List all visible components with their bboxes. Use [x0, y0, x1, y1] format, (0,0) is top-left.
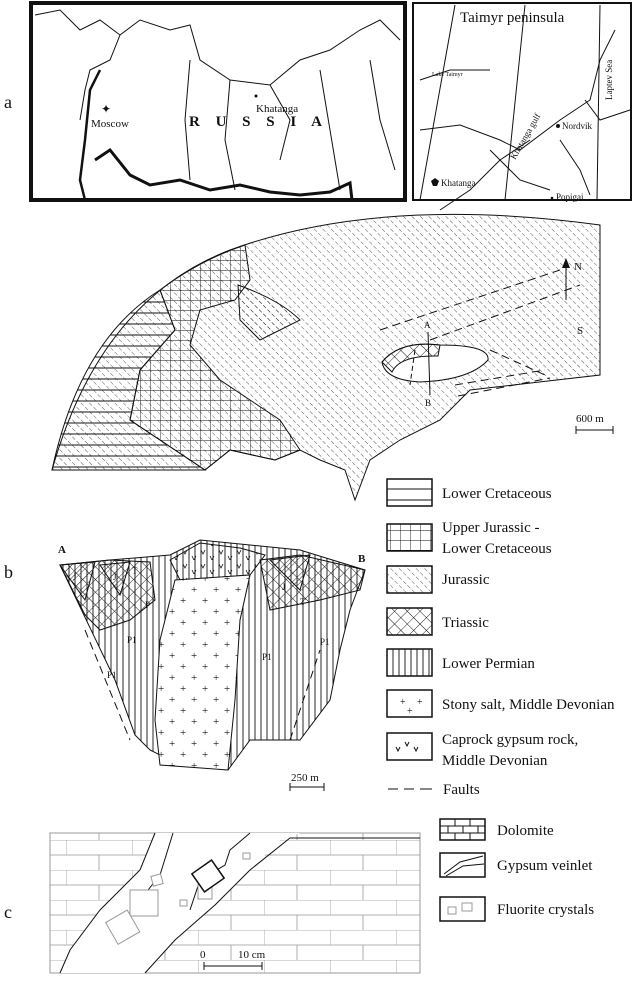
unit-label: T — [132, 566, 138, 576]
section-marker-b: B — [425, 398, 431, 408]
svg-text:+: + — [400, 697, 406, 708]
legend-label: Lower Cretaceous — [442, 541, 552, 557]
legend-label: Jurassic — [442, 572, 490, 588]
city-moscow: Moscow — [91, 118, 129, 130]
legend-label: Middle Devonian — [442, 753, 548, 769]
label-khatanga-town: Khatanga — [441, 178, 475, 188]
unit-label: T — [300, 597, 306, 607]
section-marker-a: A — [424, 320, 431, 330]
unit-label: P — [145, 600, 150, 610]
label-laptev-sea: Laptev Sea — [604, 60, 614, 100]
label-popigai: Popigai — [556, 192, 584, 202]
map-scale-label: 600 m — [576, 413, 604, 425]
cross-section: A B J J T J T P P1 P1 P1 P1 250 m — [58, 539, 366, 791]
legend-label: Lower Cretaceous — [442, 486, 552, 502]
taimyr-inset-map: Taimyr peninsula Laptev Sea Lake Taimyr … — [412, 2, 632, 211]
south-label: S — [577, 325, 583, 337]
unit-label: P1 — [127, 635, 137, 645]
moscow-marker-icon: ✦ — [101, 102, 111, 116]
swatch-jurassic — [386, 565, 433, 594]
legend-b: Lower Cretaceous Upper Jurassic - Lower … — [386, 478, 615, 798]
label-lake-taimyr: Lake Taimyr — [432, 72, 463, 78]
swatch-lower-cretaceous — [386, 478, 433, 507]
legend-label: Dolomite — [497, 823, 554, 839]
geologic-map: A B N S 600 m — [51, 213, 614, 502]
khatanga-marker-icon — [254, 94, 258, 98]
swatch-triassic — [386, 607, 433, 636]
unit-label: P1 — [107, 670, 117, 680]
russia-map: R U S S I A Moscow ✦ Khatanga — [29, 1, 407, 202]
scale-c-bar — [203, 962, 263, 970]
unit-label: J — [73, 572, 77, 582]
map-scale-bar — [575, 426, 614, 434]
legend-label: Caprock gypsum rock, — [442, 732, 578, 748]
unit-label: J — [113, 572, 117, 582]
label-nordvik: Nordvik — [562, 121, 592, 131]
veinlet-diagram: 0 10 cm — [49, 832, 421, 974]
city-khatanga: Khatanga — [256, 103, 298, 115]
legend-c: Dolomite Gypsum veinlet Fluorite crystal… — [439, 818, 594, 922]
unit-label: P1 — [320, 637, 330, 647]
legend-label: Lower Permian — [442, 656, 535, 672]
swatch-upper-jurassic — [386, 523, 433, 552]
legend-label: Upper Jurassic - — [442, 520, 539, 536]
legend-label: Triassic — [442, 615, 489, 631]
svg-text:+: + — [417, 697, 423, 708]
scale-c-ten: 10 cm — [238, 949, 266, 961]
country-label: R U S S I A — [189, 114, 328, 130]
swatch-lower-permian — [386, 648, 433, 677]
scale-c-zero: 0 — [200, 949, 206, 961]
legend-label: Stony salt, Middle Devonian — [442, 697, 615, 713]
swatch-caprock-gypsum — [386, 732, 433, 761]
panel-label-c: c — [4, 902, 12, 922]
section-scale-bar — [289, 783, 325, 791]
unit-label: P1 — [262, 652, 272, 662]
legend-label: Fluorite crystals — [497, 902, 594, 918]
swatch-stony-salt — [386, 689, 433, 718]
unit-label: J — [282, 582, 286, 592]
panel-label-b: b — [4, 562, 13, 582]
section-start-label: A — [58, 544, 66, 556]
section-end-label: B — [358, 553, 366, 565]
panel-label-a: a — [4, 92, 12, 112]
section-scale-label: 250 m — [291, 772, 319, 784]
north-label: N — [574, 261, 582, 273]
khatanga-town-icon — [431, 178, 439, 186]
svg-text:+: + — [407, 706, 413, 717]
legend-label: Gypsum veinlet — [497, 858, 593, 874]
legend-label: Faults — [443, 782, 480, 798]
label-taimyr-peninsula: Taimyr peninsula — [460, 10, 565, 26]
